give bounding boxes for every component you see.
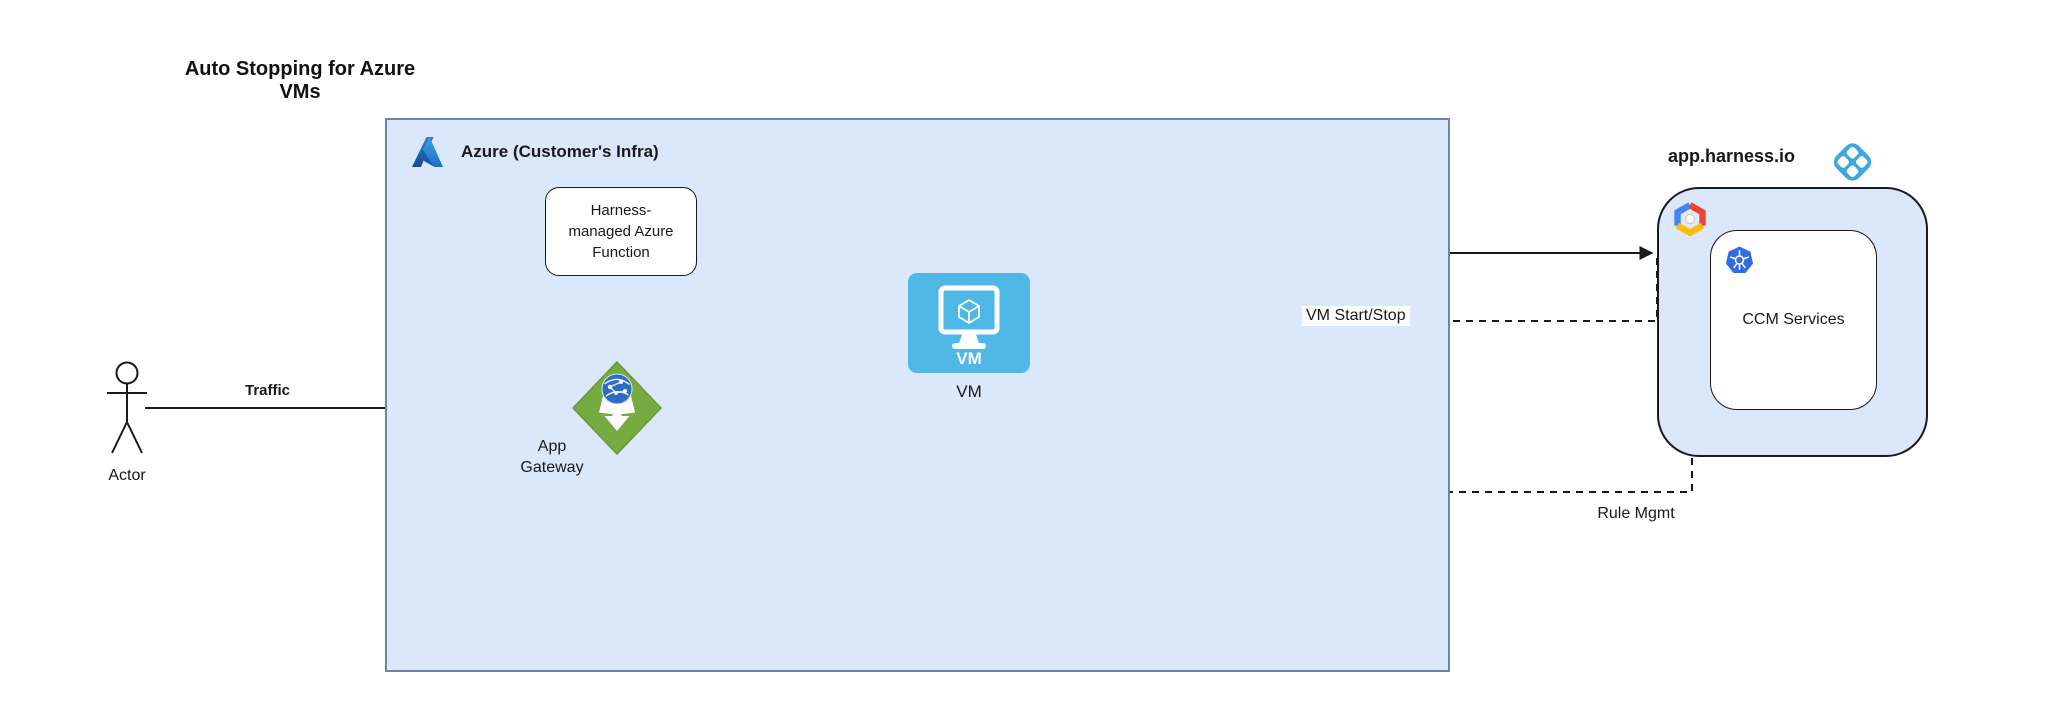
app-gateway-label: App Gateway [520,438,584,476]
harness-group-label: app.harness.io [1668,146,1796,166]
gcp-logo-icon [1673,202,1707,237]
vm-icon [908,273,1030,351]
azure-logo-icon [409,133,445,173]
vm-icon-caption: VM [956,349,982,368]
page-title: Auto Stopping for Azure VMs [184,58,416,103]
ccm-services-node[interactable]: CCM Services [1710,230,1877,410]
kubernetes-logo-icon [1724,245,1755,276]
actor-label: Actor [108,467,146,484]
vm-label: VM [956,382,982,401]
azure-function-node[interactable]: Harness- managed Azure Function [545,187,697,276]
vm-start-stop-edge-label: VM Start/Stop [1302,306,1410,326]
vm-node[interactable]: VM [908,273,1030,373]
traffic-edge-label: Traffic [244,382,290,399]
app-gateway-icon[interactable] [571,360,663,456]
azure-function-label: Harness- managed Azure Function [568,202,674,261]
ccm-services-label: CCM Services [1742,311,1845,328]
rule-mgmt-edge-label: Rule Mgmt [1597,505,1675,522]
azure-group-label: Azure (Customer's Infra) [461,142,659,161]
harness-logo-icon [1830,139,1875,185]
actor-icon[interactable] [105,360,149,455]
